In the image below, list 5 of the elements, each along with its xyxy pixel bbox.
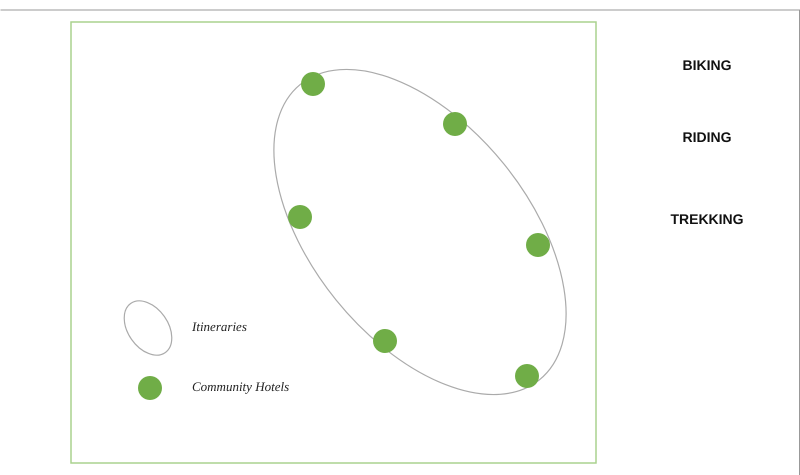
activity-label: BIKING: [682, 57, 732, 73]
legend-label: Itineraries: [192, 319, 247, 335]
activity-label: RIDING: [682, 129, 732, 145]
legend-label: Community Hotels: [192, 379, 290, 395]
activity-label: TREKKING: [670, 211, 744, 227]
